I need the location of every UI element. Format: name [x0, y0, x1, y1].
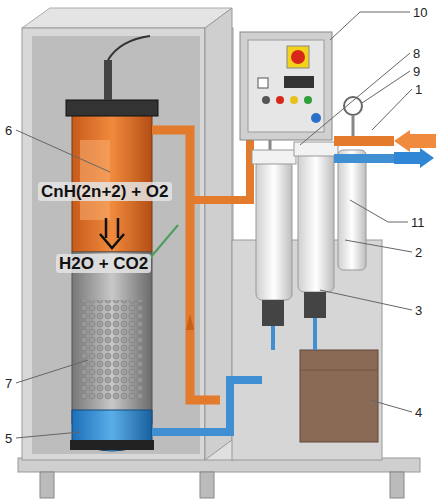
callout-number: 7: [5, 377, 12, 390]
callout-number: 1: [415, 83, 422, 96]
callout-number: 11: [411, 216, 425, 229]
callout-number: 6: [5, 124, 12, 137]
callout-number: 2: [415, 246, 422, 259]
callout-number: 4: [415, 406, 422, 419]
callout-number: 9: [413, 65, 420, 78]
formula-text: CnH(2n+2) + O2: [38, 182, 172, 201]
callout-number: 3: [415, 304, 422, 317]
callout-number: 8: [413, 47, 420, 60]
callout-number: 10: [413, 6, 427, 19]
callout-number: 5: [5, 432, 12, 445]
formula-text: H2O + CO2: [56, 254, 151, 273]
